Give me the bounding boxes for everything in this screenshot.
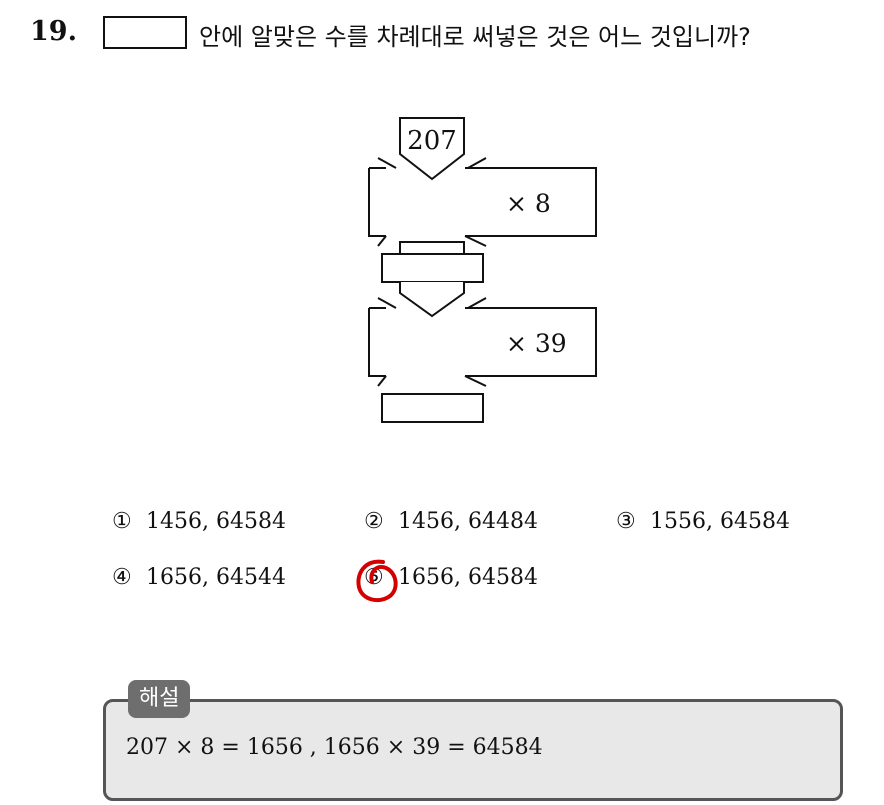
answer-blank-box: [103, 16, 187, 49]
choice-5-text: 1656, 64584: [398, 565, 538, 590]
choice-3-marker: ③: [616, 509, 636, 534]
machine-input-value: 207: [407, 126, 457, 156]
machine-2-inlet-left: [377, 297, 397, 309]
choice-1[interactable]: ① 1456, 64584: [112, 509, 286, 534]
machine-1-operation: × 8: [506, 189, 551, 218]
solution-label: 해설: [128, 680, 191, 718]
choice-5[interactable]: ⑤ 1656, 64584: [364, 565, 538, 590]
intermediate-funnel-top: [399, 241, 465, 255]
choice-2-text: 1456, 64484: [398, 509, 538, 534]
choice-4-marker: ④: [112, 565, 132, 590]
machine-2-operation: × 39: [506, 329, 567, 358]
machine-2-inlet-right: [467, 297, 487, 309]
choice-5-marker: ⑤: [364, 565, 384, 590]
machine-1-outlet-right: [464, 235, 487, 247]
choice-4[interactable]: ④ 1656, 64544: [112, 565, 286, 590]
choice-4-text: 1656, 64544: [146, 565, 286, 590]
question-prompt: 안에 알맞은 수를 차례대로 써넣은 것은 어느 것입니까?: [199, 23, 751, 51]
solution-text: 207 × 8 = 1656 , 1656 × 39 = 64584: [126, 735, 543, 760]
choice-3-text: 1556, 64584: [650, 509, 790, 534]
choice-1-marker: ①: [112, 509, 132, 534]
machine-2-frame: [368, 307, 597, 377]
answer-circle-mark: [356, 559, 398, 603]
choice-2-marker: ②: [364, 509, 384, 534]
question-number: 19.: [30, 16, 77, 47]
solution-box: [103, 699, 843, 801]
choice-3[interactable]: ③ 1556, 64584: [616, 509, 790, 534]
machine-1-inlet-left: [377, 157, 397, 169]
input-arrow-box: [399, 117, 465, 181]
result-blank-2: [381, 393, 484, 423]
machine-2-outlet-left: [377, 375, 387, 387]
result-blank-1: [381, 253, 484, 283]
intermediate-arrow: [399, 282, 465, 318]
machine-2-outlet-right: [464, 375, 487, 387]
machine-1-inlet-right: [467, 157, 487, 169]
machine-1-outlet-left: [377, 235, 387, 247]
choice-2[interactable]: ② 1456, 64484: [364, 509, 538, 534]
choice-1-text: 1456, 64584: [146, 509, 286, 534]
machine-1-frame: [368, 167, 597, 237]
